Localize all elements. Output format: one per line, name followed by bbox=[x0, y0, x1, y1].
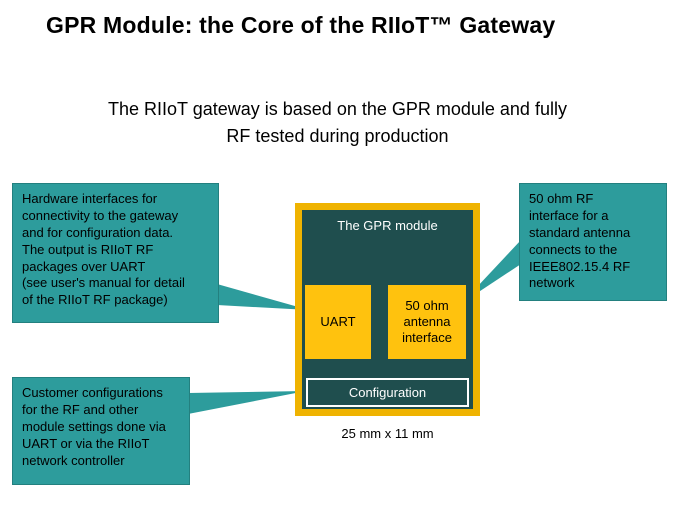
connector-config-to-configuration bbox=[188, 391, 306, 414]
callout-customer-config: Customer configurations for the RF and o… bbox=[12, 377, 190, 485]
gpr-module-label: The GPR module bbox=[337, 218, 438, 233]
module-dimensions-label: 25 mm x 11 mm bbox=[341, 426, 434, 441]
gpr-module-frame: The GPR module UART 50 ohm antenna inter… bbox=[295, 203, 480, 416]
configuration-box: Configuration bbox=[306, 378, 469, 407]
uart-box: UART bbox=[305, 285, 371, 359]
page-title: GPR Module: the Core of the RIIoT™ Gatew… bbox=[46, 12, 556, 38]
gpr-module-body: The GPR module UART 50 ohm antenna inter… bbox=[302, 210, 473, 409]
antenna-interface-box: 50 ohm antenna interface bbox=[388, 285, 466, 359]
slide-subtitle: The RIIoT gateway is based on the GPR mo… bbox=[108, 99, 567, 146]
connector-hardware-to-uart bbox=[217, 284, 309, 310]
callout-hardware-interfaces: Hardware interfaces for connectivity to … bbox=[12, 183, 219, 323]
callout-rf-interface: 50 ohm RF interface for a standard anten… bbox=[519, 183, 667, 301]
